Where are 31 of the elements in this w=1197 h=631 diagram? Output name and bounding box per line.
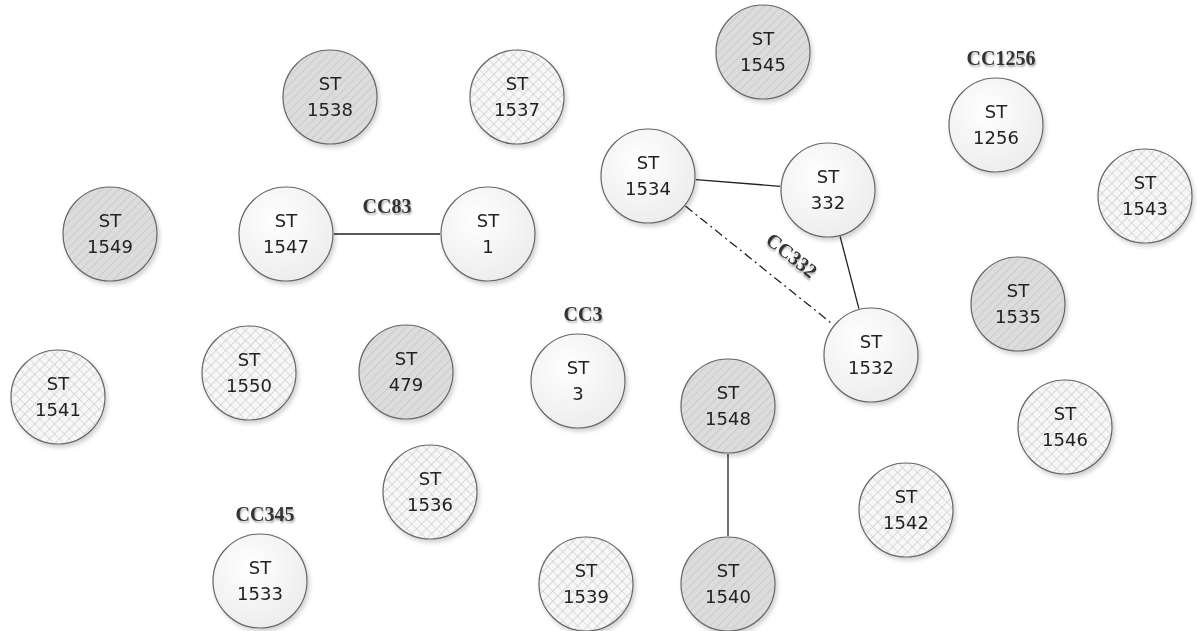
node-label: ST 1256 xyxy=(973,99,1019,150)
node-label: ST 1 xyxy=(476,208,500,259)
node-label: ST 1543 xyxy=(1122,170,1168,221)
node-label: ST 1538 xyxy=(307,71,353,122)
connector-line xyxy=(695,179,781,187)
node-label: ST 479 xyxy=(388,346,424,397)
node-label: ST 1540 xyxy=(705,558,751,609)
connector-line xyxy=(727,453,729,537)
node-label: ST 1548 xyxy=(705,380,751,431)
node-label: ST 1533 xyxy=(237,555,283,606)
node-label: ST 1550 xyxy=(226,347,272,398)
node-label: ST 1532 xyxy=(848,329,894,380)
node-label: ST 332 xyxy=(810,164,846,215)
node-label: ST 1546 xyxy=(1042,401,1088,452)
cluster-label: CC3 xyxy=(563,303,603,326)
node-label: ST 1539 xyxy=(563,558,609,609)
node-label: ST 1536 xyxy=(407,466,453,517)
node-label: ST 1547 xyxy=(263,208,309,259)
cluster-label: CC1256 xyxy=(966,47,1036,70)
node-label: ST 1534 xyxy=(625,150,671,201)
node-label: ST 1545 xyxy=(740,26,786,77)
node-label: ST 1535 xyxy=(995,278,1041,329)
node-label: ST 1542 xyxy=(883,484,929,535)
connector-line xyxy=(333,233,441,235)
node-label: ST 1549 xyxy=(87,208,133,259)
cluster-label: CC345 xyxy=(235,503,295,526)
node-label: ST 1537 xyxy=(494,71,540,122)
edge-label: CC83 xyxy=(362,194,412,218)
connector-line xyxy=(839,235,860,310)
node-label: ST 3 xyxy=(566,355,590,406)
node-label: ST 1541 xyxy=(35,371,81,422)
